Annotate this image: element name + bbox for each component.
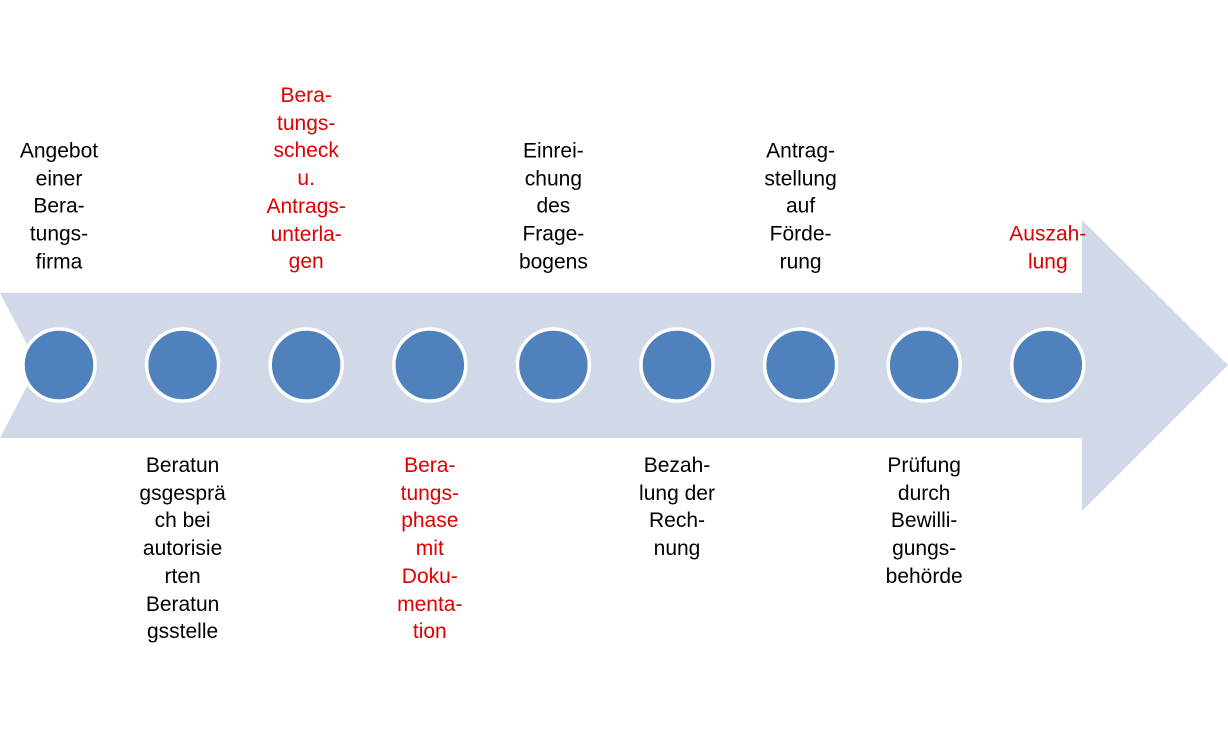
step-label-line: tungs- bbox=[29, 222, 89, 246]
step-label-line: Antrag- bbox=[766, 139, 836, 163]
step-label-line: ch bei bbox=[154, 509, 211, 533]
step-label-line: Bera- bbox=[33, 194, 85, 218]
step-label-line: behörde bbox=[885, 564, 963, 588]
step-label-line: Antrags- bbox=[266, 194, 346, 218]
step-label-line: Bewilli- bbox=[890, 509, 958, 533]
step-label-line: gen bbox=[288, 250, 324, 274]
step-label-line: lung bbox=[1027, 250, 1068, 274]
timeline-node bbox=[515, 327, 592, 403]
step-label-line: Bera- bbox=[280, 84, 332, 108]
timeline-node bbox=[762, 327, 839, 403]
step-label-line: scheck bbox=[273, 139, 339, 163]
step-label-line: Einrei- bbox=[523, 139, 584, 163]
step-label-line: tion bbox=[412, 620, 447, 644]
step-label-line: bogens bbox=[518, 250, 588, 274]
timeline-node bbox=[1010, 327, 1086, 403]
step-label-line: gsstelle bbox=[146, 620, 219, 644]
arrow-shape bbox=[0, 220, 1228, 511]
step-label-line: tungs- bbox=[277, 111, 336, 135]
step-label-line: Beratun bbox=[145, 454, 220, 477]
step-label-line: rten bbox=[164, 564, 201, 588]
step-label-line: unterla- bbox=[270, 222, 342, 246]
step-label-line: Bera- bbox=[404, 454, 456, 477]
timeline-node bbox=[392, 327, 468, 403]
step-label-line: Rech- bbox=[648, 509, 706, 533]
step-label-line: Angebot bbox=[19, 139, 99, 163]
step-label-line: firma bbox=[35, 250, 83, 274]
step-label-line: auf bbox=[785, 194, 816, 218]
step-label-line: tungs- bbox=[400, 481, 459, 505]
step-label-line: lung der bbox=[639, 481, 715, 505]
timeline-node bbox=[886, 327, 962, 403]
step-label-line: gsgesprä bbox=[139, 481, 226, 505]
step-label-line: Doku- bbox=[401, 564, 458, 588]
step-label-line: stellung bbox=[764, 167, 837, 191]
step-label-line: rung bbox=[779, 250, 822, 274]
timeline-node bbox=[268, 327, 344, 403]
timeline-node bbox=[144, 327, 221, 403]
step-label-line: Beratun bbox=[145, 592, 220, 616]
step-label: Bera-tungs-scheck u. Antrags-unterla-gen bbox=[251, 82, 361, 276]
step-label-line: gungs- bbox=[892, 537, 957, 561]
step-label-line: nung bbox=[653, 537, 701, 561]
timeline-node bbox=[21, 327, 97, 403]
step-label-line: Prüfung bbox=[887, 454, 961, 477]
step-label-line: einer bbox=[35, 167, 83, 191]
step-label-line: Frage- bbox=[522, 222, 585, 246]
step-label-line: Auszah- bbox=[1009, 222, 1087, 246]
step-label: Auszah-lung bbox=[993, 221, 1103, 276]
timeline-node bbox=[639, 327, 715, 403]
step-label-line: phase bbox=[401, 509, 459, 533]
step-label-line: autorisie bbox=[142, 537, 223, 561]
step-label-line: chung bbox=[524, 167, 582, 191]
step-label-line: Bezah- bbox=[643, 454, 711, 477]
step-label-line: des bbox=[536, 194, 571, 218]
step-label-line: menta- bbox=[397, 592, 463, 616]
step-label-line: mit bbox=[415, 537, 444, 561]
step-label-line: Förde- bbox=[769, 222, 832, 246]
nodes-layer bbox=[21, 327, 1086, 403]
step-label-line: durch bbox=[897, 481, 951, 505]
step-label-line: u. bbox=[297, 167, 315, 191]
